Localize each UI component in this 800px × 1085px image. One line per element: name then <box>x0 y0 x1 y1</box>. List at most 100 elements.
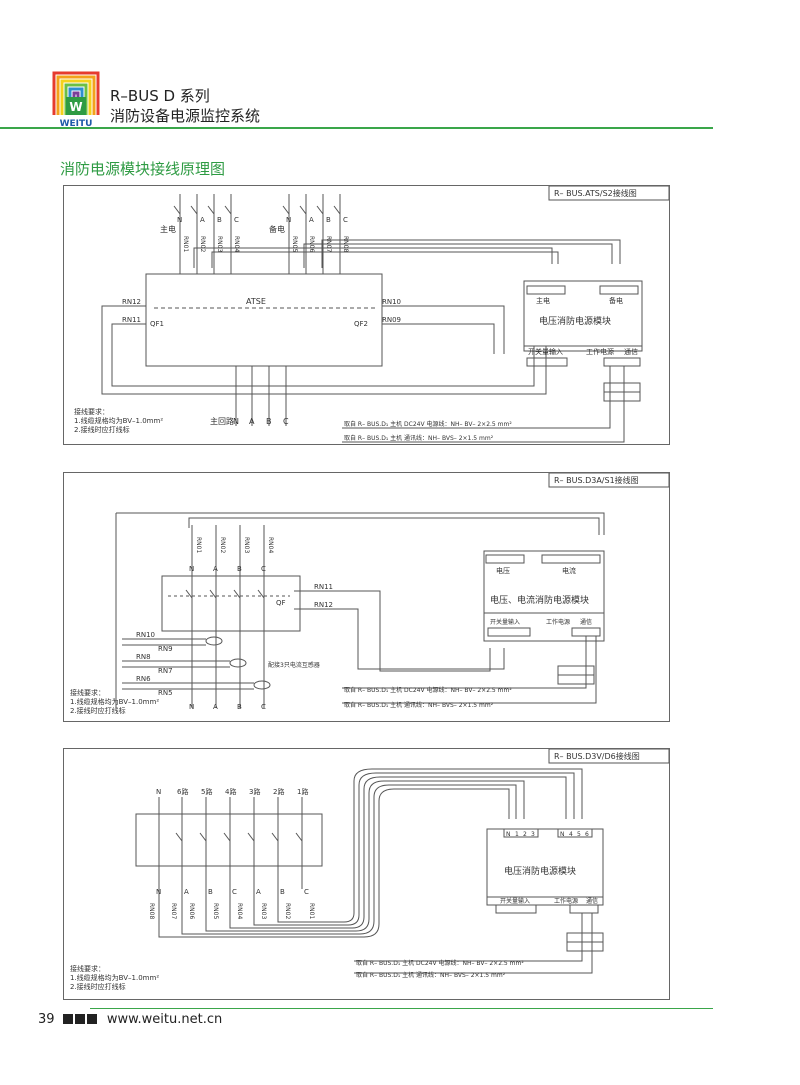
phase-n: N <box>177 216 182 224</box>
d3a-rn12: RN12 <box>314 601 333 609</box>
d3a-rn04: RN04 <box>267 537 274 553</box>
d3a-rn01: RN01 <box>195 537 202 553</box>
rn08-label: RN08 <box>342 236 349 252</box>
phase-c-backup: C <box>343 216 348 224</box>
phase-a-backup: A <box>309 216 314 224</box>
diagram-d3a-canvas: R– BUS.D3A/S1接线图 N A B C QF RN11 RN12 RN… <box>70 473 669 715</box>
circuit-2: 2路 <box>273 787 284 796</box>
d3a-power-line: 取自 R– BUS.D₁ 主机 DC24V 电源线：NH– BV– 2×2.5 … <box>344 686 512 694</box>
circuit-3: 3路 <box>249 787 260 796</box>
phase-b-backup: B <box>326 216 331 224</box>
rn12-label: RN12 <box>122 298 141 306</box>
main-power-label: 主电 <box>160 224 176 234</box>
d3a-out-c: C <box>261 703 266 711</box>
d3v-rn07: RN07 <box>170 903 177 919</box>
phase-n-backup: N <box>286 216 291 224</box>
diagram-d3v-frame: R– BUS.D3V/D6接线图 N 6路 5路 4路 3路 2路 1路 N A… <box>63 748 670 1000</box>
d3v-power-line: 取自 R– BUS.D₁ 主机 DC24V 电源线：NH– BV– 2×2.5 … <box>356 959 524 967</box>
ats-req1: 1.线缆规格均为BV–1.0mm² <box>74 416 163 425</box>
header-title: R–BUS D 系列 消防设备电源监控系统 <box>110 86 260 126</box>
d3v-out-b2: B <box>280 888 285 896</box>
d3a-rn6: RN6 <box>136 675 151 683</box>
d3a-switch-input: 开关量输入 <box>490 618 520 626</box>
footer-divider <box>90 1008 713 1009</box>
section-title: 消防电源模块接线原理图 <box>60 160 226 178</box>
ats-tag: R– BUS.ATS/S2接线图 <box>554 188 637 198</box>
rn05-label: RN05 <box>291 236 298 252</box>
circuit-6: 6路 <box>177 787 188 796</box>
d3v-out-n: N <box>156 888 161 896</box>
d3v-rn01: RN01 <box>308 903 315 919</box>
d3v-rn04: RN04 <box>236 903 243 919</box>
rn11-label: RN11 <box>122 316 141 324</box>
footer-square-icon <box>74 1014 85 1024</box>
d3a-rn03: RN03 <box>243 537 250 553</box>
d3v-out-a2: A <box>256 888 261 896</box>
circuit-5: 5路 <box>201 787 212 796</box>
d3a-rn7: RN7 <box>158 667 173 675</box>
rn02-label: RN02 <box>199 236 206 252</box>
phase-a: A <box>200 216 205 224</box>
d3v-req1: 1.线缆规格均为BV–1.0mm² <box>70 973 159 982</box>
d3a-phase-c: C <box>261 565 266 573</box>
d3a-ct-note: 配接3只电流互感器 <box>268 661 320 669</box>
d3v-comm: 通信 <box>586 897 598 905</box>
rn04-label: RN04 <box>233 236 240 252</box>
ats-power-line: 取自 R– BUS.D₁ 主机 DC24V 电源线：NH– BV– 2×2.5 … <box>344 420 512 428</box>
out-phase-c: C <box>283 417 289 426</box>
d3a-out-n: N <box>189 703 194 711</box>
qf2-label: QF2 <box>354 320 368 328</box>
circuit-1: 1路 <box>297 787 308 796</box>
header-divider <box>0 127 713 129</box>
page-number: 39 <box>38 1012 55 1027</box>
rn06-label: RN06 <box>308 236 315 252</box>
d3v-out-a1: A <box>184 888 189 896</box>
ats-comm: 通信 <box>624 347 638 356</box>
d3v-term-right-6: 6 <box>585 831 589 838</box>
d3a-phase-a: A <box>213 565 218 573</box>
d3v-term-right-5: 5 <box>577 831 581 838</box>
rn10-label: RN10 <box>382 298 401 306</box>
d3a-qf-label: QF <box>276 599 286 607</box>
footer-square-icon <box>86 1014 97 1024</box>
main-loop-label: 主回路 <box>210 416 234 426</box>
weitu-logo: W WEITU <box>52 69 106 131</box>
backup-power-label: 备电 <box>269 224 285 234</box>
rn09-label: RN09 <box>382 316 401 324</box>
d3a-req2: 2.接线时应打线标 <box>70 706 126 715</box>
diagram-ats-frame: R– BUS.ATS/S2接线图 主电 备电 N A B C N A B C A… <box>63 185 670 445</box>
logo-text: WEITU <box>60 119 93 127</box>
ats-req2: 2.接线时应打线标 <box>74 425 130 434</box>
header-title-line1: R–BUS D 系列 <box>110 87 210 105</box>
d3v-switch-input: 开关量输入 <box>500 897 530 905</box>
d3v-term-right-4: 4 <box>569 831 573 838</box>
d3v-out-b1: B <box>208 888 213 896</box>
d3a-work-power: 工作电源 <box>546 618 570 626</box>
footer-url[interactable]: www.weitu.net.cn <box>106 1012 223 1027</box>
ats-switch-input: 开关量输入 <box>528 347 563 356</box>
d3a-rn8: RN8 <box>136 653 151 661</box>
d3a-rn5: RN5 <box>158 689 173 697</box>
d3v-rn02: RN02 <box>284 903 291 919</box>
out-phase-a: A <box>249 417 255 426</box>
d3a-out-b: B <box>237 703 242 711</box>
d3a-rn9: RN9 <box>158 645 173 653</box>
d3v-term-left-3: 3 <box>531 831 535 838</box>
d3v-term-left-n: N <box>506 831 511 838</box>
d3a-out-a: A <box>213 703 218 711</box>
diagram-d3a-frame: R– BUS.D3A/S1接线图 N A B C QF RN11 RN12 RN… <box>63 472 670 722</box>
out-phase-b: B <box>266 417 272 426</box>
d3a-rn10: RN10 <box>136 631 155 639</box>
svg-text:W: W <box>69 100 82 114</box>
out-phase-n: N <box>233 417 239 426</box>
d3a-module-title: 电压、电流消防电源模块 <box>490 594 589 606</box>
circuit-n: N <box>156 788 161 796</box>
d3a-comm-line: 取自 R– BUS.D₁ 主机 通讯线：NH– BVS– 2×1.5 mm² <box>344 701 494 709</box>
rn01-label: RN01 <box>182 236 189 252</box>
header-title-line2: 消防设备电源监控系统 <box>110 107 261 125</box>
rn03-label: RN03 <box>216 236 223 252</box>
ats-module-backup: 备电 <box>609 296 623 305</box>
phase-b: B <box>217 216 222 224</box>
d3v-out-c2: C <box>304 888 309 896</box>
d3v-term-left-1: 1 <box>515 831 519 838</box>
